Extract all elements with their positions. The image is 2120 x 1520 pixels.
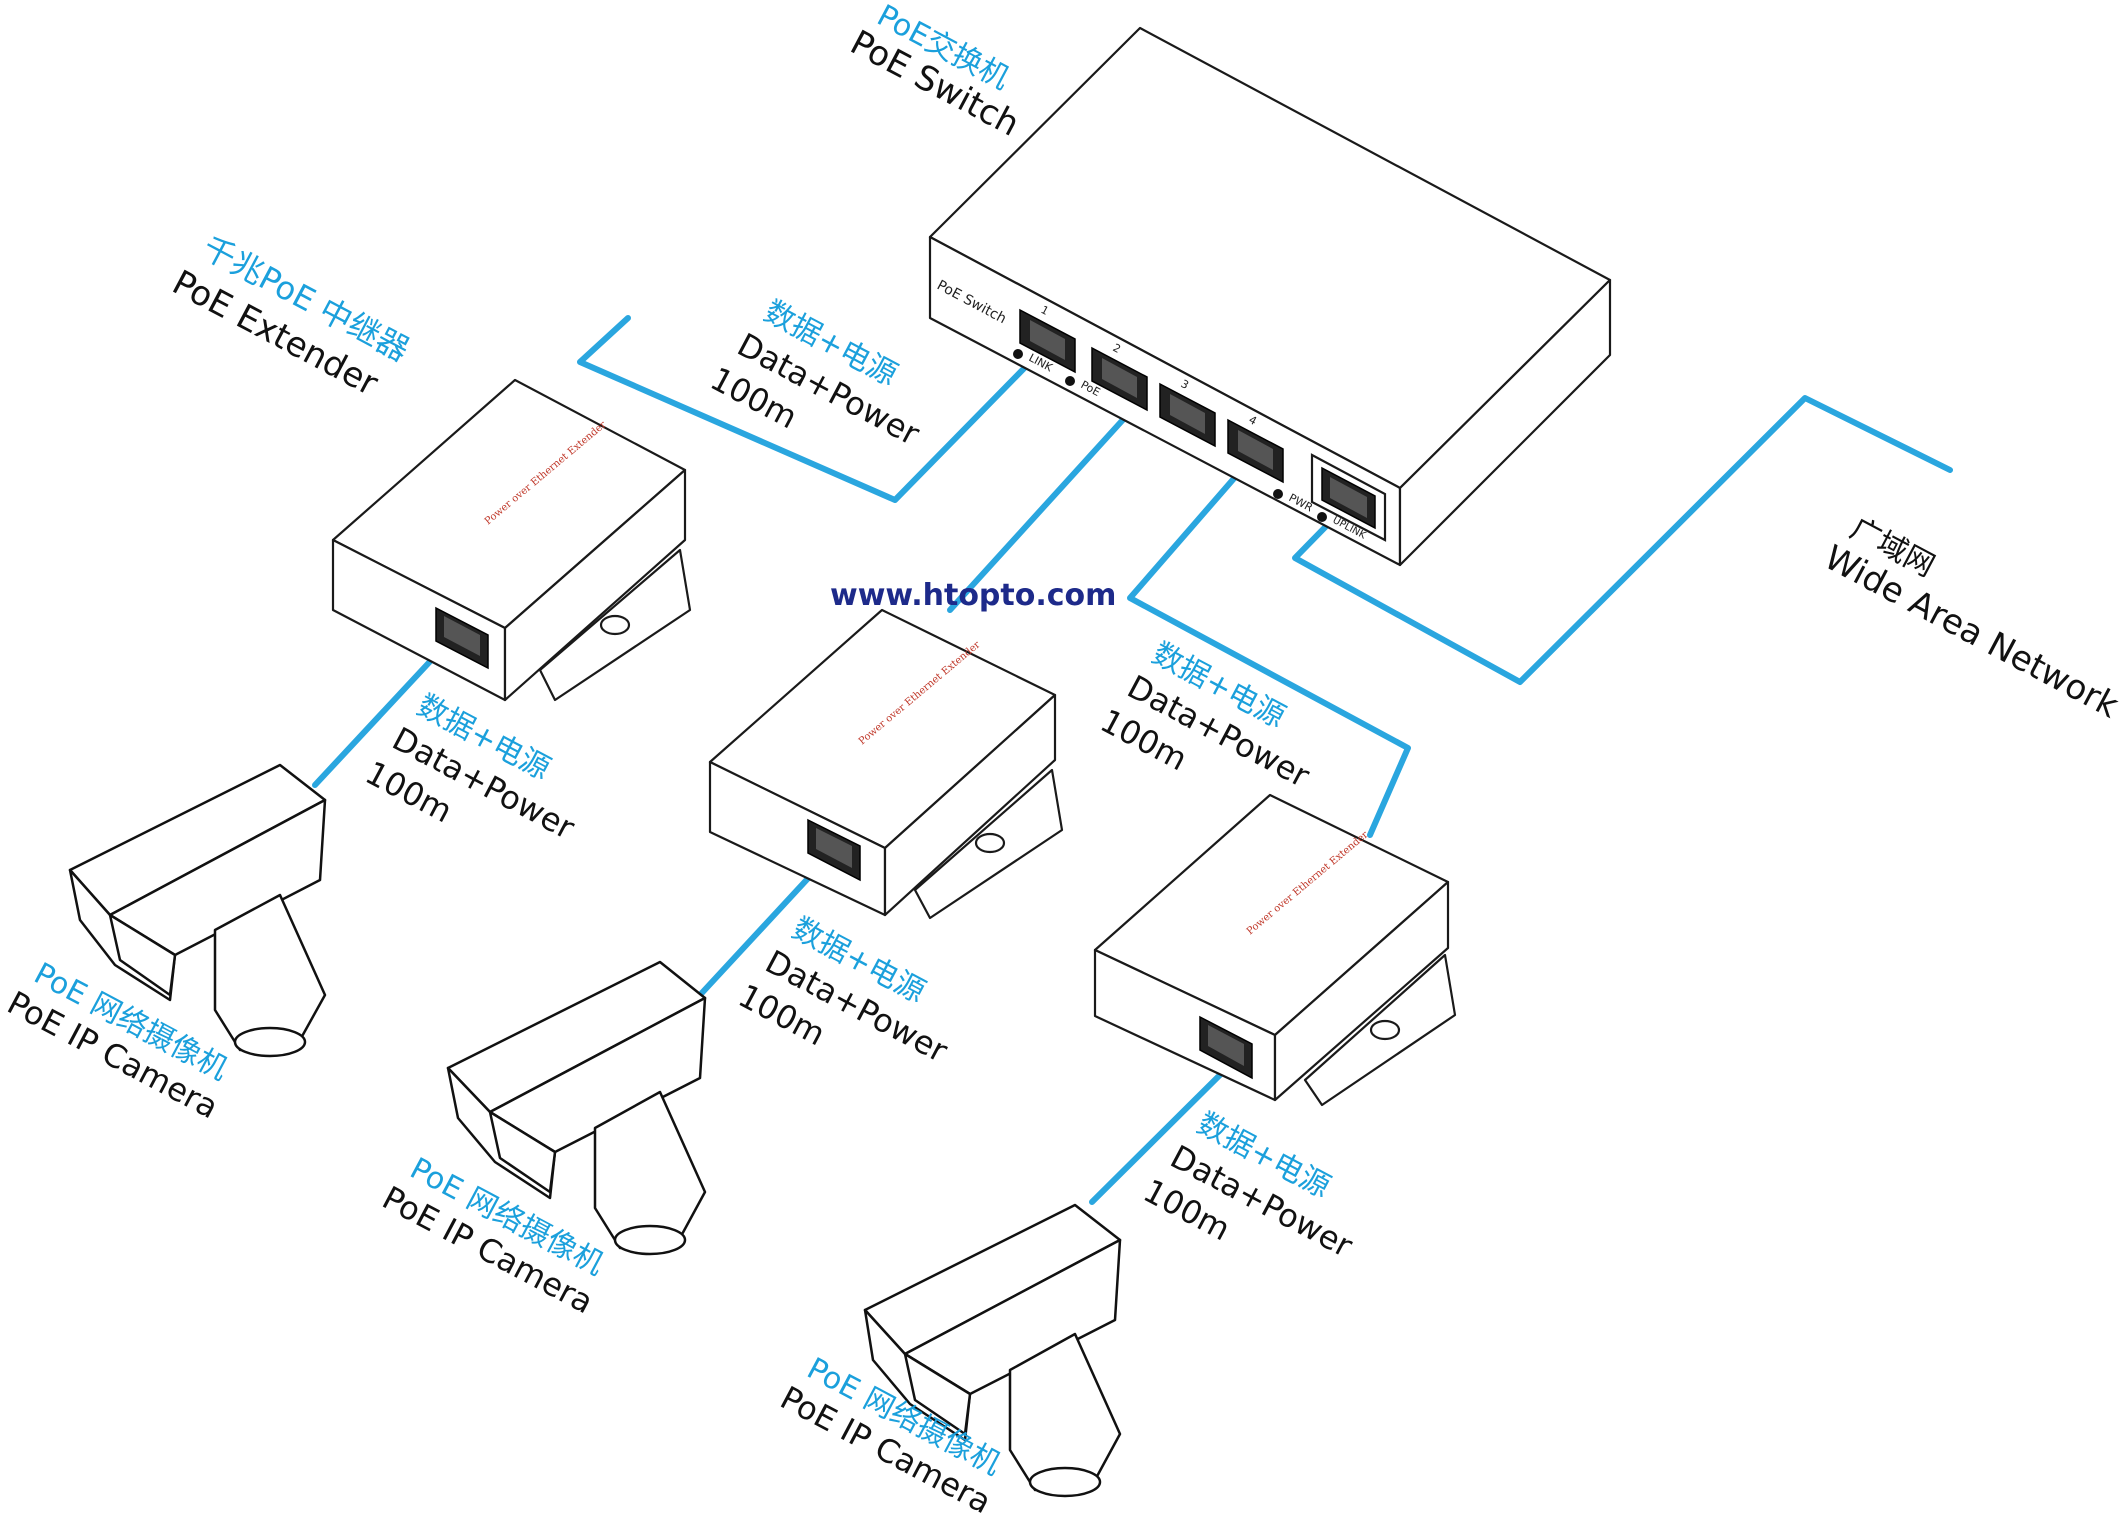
- cable-uplink-to-wan: [1292, 395, 1953, 685]
- cable-switch-to-extender-a: [577, 315, 1045, 503]
- cable-extender-b-to-camera-2: [697, 857, 828, 998]
- switch-port-2[interactable]: [1091, 346, 1148, 412]
- link-label-camera-1: 数据+电源 Data+Power 100m: [359, 688, 581, 847]
- led-uplink-icon: [1317, 512, 1327, 522]
- led-pwr-icon: [1273, 489, 1283, 499]
- extender-a-port-inner: [444, 616, 480, 656]
- website-url[interactable]: www.htopto.com: [830, 578, 1116, 613]
- poe-switch: PoE Switch 1 2 3 4 LINK PoE: [928, 26, 1612, 567]
- mount-hole-icon: [599, 614, 631, 636]
- mount-hole-icon: [1369, 1019, 1401, 1041]
- mount-hole-icon: [974, 832, 1006, 854]
- link-label-right: 数据+电源 Data+Power 100m: [1094, 636, 1316, 795]
- cables: [312, 315, 1953, 1205]
- extender-c-port-inner: [1208, 1025, 1244, 1066]
- switch-uplink-port[interactable]: [1310, 453, 1387, 542]
- poe-extender-a: Power over Ethernet Extender: [331, 378, 692, 702]
- led-link-icon: [1013, 349, 1023, 359]
- cable-switch-to-extender-b: [947, 409, 1133, 613]
- switch-port-4[interactable]: [1227, 418, 1284, 484]
- poe-ip-camera-3: [863, 1203, 1122, 1498]
- extender-b-port-inner: [816, 828, 852, 868]
- poe-ip-camera-2: [446, 960, 707, 1256]
- switch-port-1[interactable]: [1019, 308, 1076, 374]
- link-label-camera-3: 数据+电源 Data+Power 100m: [1137, 1106, 1359, 1265]
- cable-extender-a-to-camera-1: [312, 637, 453, 788]
- led-poe-icon: [1065, 376, 1075, 386]
- wan-label-en: Wide Area Network: [1818, 538, 2120, 727]
- cable-extender-c-to-camera-3: [1089, 1057, 1238, 1205]
- link-label-camera-2: 数据+电源 Data+Power 100m: [732, 911, 954, 1070]
- poe-ip-camera-1: [68, 763, 327, 1058]
- switch-port-3[interactable]: [1159, 382, 1216, 448]
- poe-extender-c: Power over Ethernet Extender: [1093, 793, 1457, 1107]
- cable-switch-to-extender-c: [1127, 457, 1411, 838]
- poe-extender-b: Power over Ethernet Extender: [708, 608, 1064, 920]
